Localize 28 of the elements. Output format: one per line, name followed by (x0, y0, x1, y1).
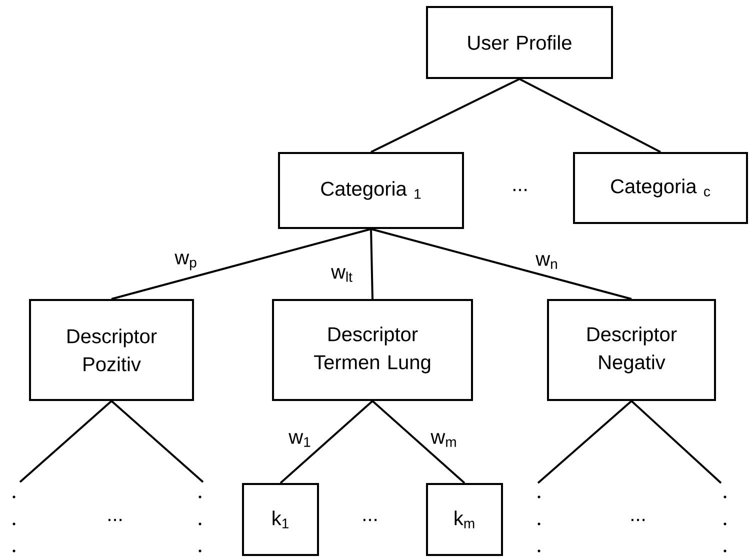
keyword-box: k$_{m}$ (426, 482, 503, 556)
connector-line (110, 400, 204, 483)
edge-label: w$_{1}$ (288, 432, 312, 448)
ellipsis: ... (108, 518, 122, 522)
node-box: Categoria $_{c}$ (573, 152, 748, 224)
connector-line (372, 400, 466, 484)
connector-line (370, 78, 520, 153)
connector-line (280, 400, 374, 484)
node-box: Categoria $_{1}$ (278, 152, 464, 229)
edge-label: w$_{n}$ (534, 254, 560, 270)
connector-line (370, 228, 374, 299)
connector-line (370, 228, 632, 300)
edge-label: w$_{p}$ (174, 252, 198, 272)
ellipsis: ... (364, 518, 377, 522)
connector-line (630, 400, 722, 484)
connector-line (537, 400, 632, 484)
descriptor-box: Descriptor Termen Lung (272, 298, 473, 401)
node-box: User Profile (426, 6, 613, 79)
connector-line (19, 400, 112, 483)
ellipsis: ... (513, 188, 527, 192)
descriptor-box: Descriptor Negativ (547, 298, 716, 401)
connector-line (519, 78, 661, 153)
edge-label: w$_{lt}$ (330, 267, 354, 283)
descriptor-box: Descriptor Pozitiv (29, 298, 194, 401)
keyword-box: k$_{1}$ (242, 482, 319, 556)
edge-label: w$_{m}$ (430, 432, 458, 448)
ellipsis: ... (631, 518, 645, 522)
connector-line (111, 228, 372, 300)
